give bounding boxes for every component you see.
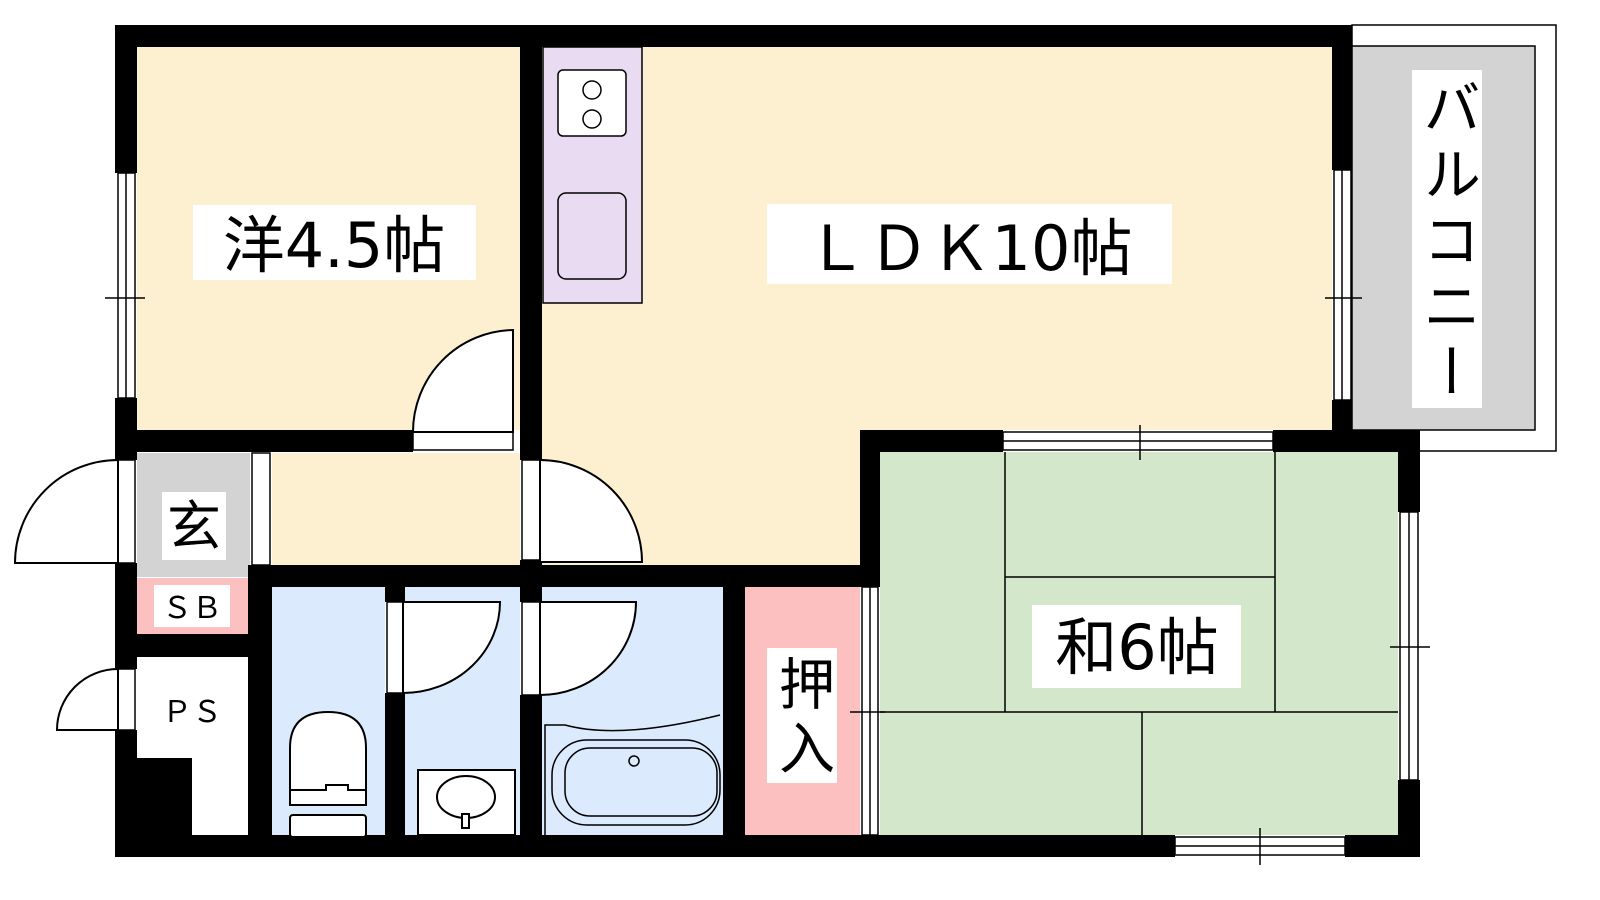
hallway-floor <box>272 453 520 565</box>
entrance-door <box>13 458 136 564</box>
entrance-label: 玄 <box>167 495 221 558</box>
sink-icon <box>557 192 627 280</box>
ldk-door <box>521 458 644 563</box>
toilet-door <box>386 601 502 695</box>
balcony-label: バルコニー <box>1413 78 1481 408</box>
kitchen-counter <box>542 46 643 304</box>
entrance-step <box>251 452 271 566</box>
walls <box>115 25 1420 857</box>
pipe-space-label: ＰＳ <box>162 695 222 730</box>
balcony: バルコニー <box>1351 24 1557 452</box>
bathroom-door <box>521 601 638 697</box>
toilet-icon <box>289 710 367 838</box>
doors <box>13 328 644 731</box>
stove-icon <box>557 69 627 137</box>
japanese-room-label: 和6帖 <box>1055 611 1218 684</box>
western-room-label: 洋4.5帖 <box>223 209 446 282</box>
shoe-box-label: ＳＢ <box>162 591 222 626</box>
ldk-label: ＬＤＫ10帖 <box>806 212 1133 285</box>
closet-label: 押入 <box>770 655 835 783</box>
ps-door <box>55 667 136 731</box>
bathtub-icon <box>544 714 721 835</box>
washbasin-icon <box>417 769 516 836</box>
tatami-lines <box>880 452 1398 835</box>
windows <box>105 169 1430 865</box>
western-room-door <box>411 328 514 451</box>
